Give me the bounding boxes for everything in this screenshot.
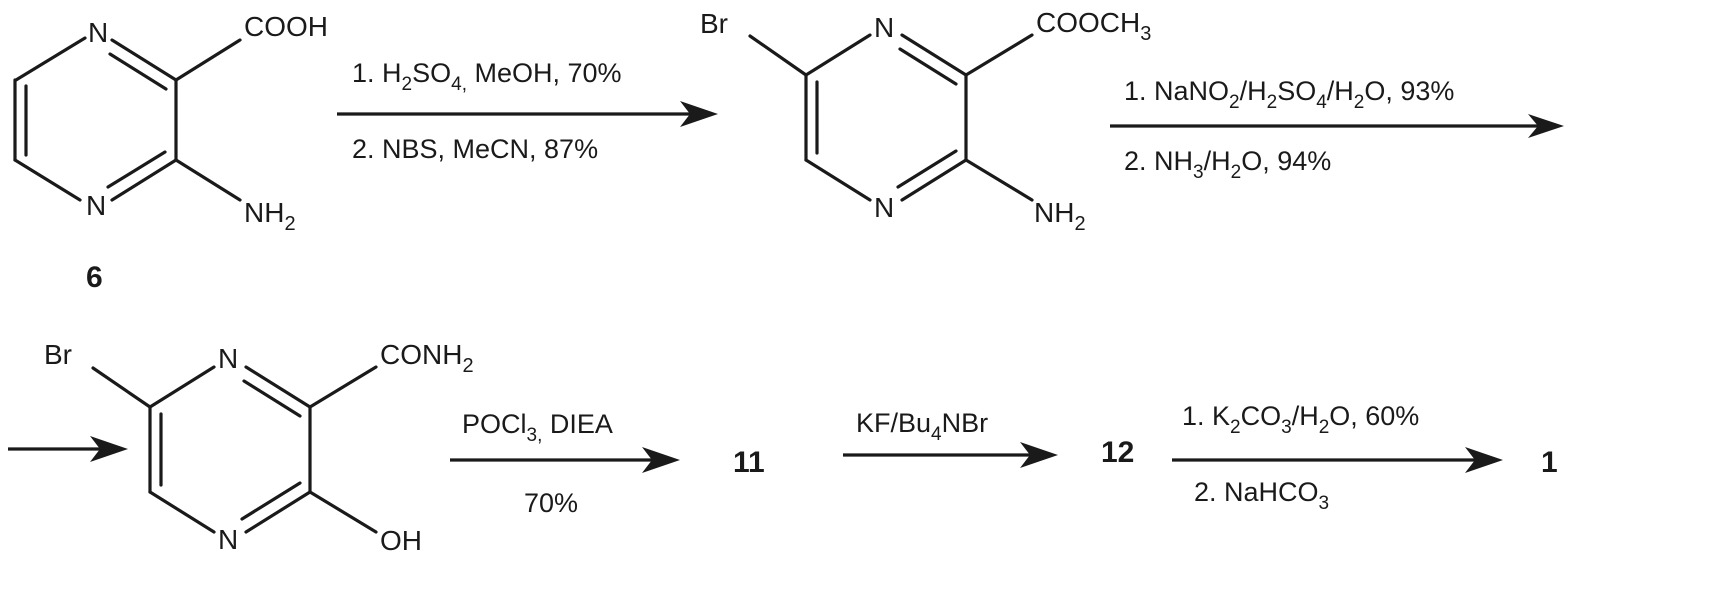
step1-reagent-line1: 1. H2SO4, MeOH, 70% bbox=[352, 58, 622, 95]
compound-label-12: 12 bbox=[1101, 436, 1134, 469]
compound-label-6: 6 bbox=[86, 261, 103, 294]
step1-reagent-line2: 2. NBS, MeCN, 87% bbox=[352, 134, 598, 164]
ring-nitrogen-top: N bbox=[88, 17, 108, 48]
compound-label-1: 1 bbox=[1541, 446, 1558, 479]
amino-group: NH2 bbox=[244, 197, 296, 235]
step2-reagent-line2: 2. NH3/H2O, 94% bbox=[1124, 146, 1331, 183]
hydroxyl-group: OH bbox=[380, 525, 422, 556]
step4-reagent-line1: KF/Bu4NBr bbox=[856, 408, 988, 445]
methyl-ester-group: COOCH3 bbox=[1036, 7, 1151, 45]
reaction-arrow-1: 1. H2SO4, MeOH, 70% 2. NBS, MeCN, 87% bbox=[337, 58, 718, 164]
reaction-arrow-4: KF/Bu4NBr bbox=[843, 408, 1058, 468]
reaction-arrow-2: 1. NaNO2/H2SO4/H2O, 93% 2. NH3/H2O, 94% bbox=[1110, 76, 1564, 183]
reaction-arrow-5: 1. K2CO3/H2O, 60% 2. NaHCO3 bbox=[1172, 401, 1503, 514]
carboxamide-group: CONH2 bbox=[380, 339, 474, 377]
carboxyl-group: COOH bbox=[244, 11, 328, 42]
step2-reagent-line1: 1. NaNO2/H2SO4/H2O, 93% bbox=[1124, 76, 1454, 113]
molecule-bromo-amide: Br N N CONH2 OH bbox=[44, 339, 474, 556]
ring-nitrogen-top: N bbox=[218, 343, 238, 374]
ring-nitrogen-bottom: N bbox=[874, 192, 894, 223]
compound-label-11: 11 bbox=[733, 446, 765, 479]
bromine: Br bbox=[700, 8, 728, 39]
amino-group: NH2 bbox=[1034, 197, 1086, 235]
step3-reagent-line2: 70% bbox=[524, 488, 578, 518]
step5-reagent-line1: 1. K2CO3/H2O, 60% bbox=[1182, 401, 1419, 438]
continuation-arrow bbox=[8, 436, 128, 462]
step5-reagent-line2: 2. NaHCO3 bbox=[1194, 477, 1329, 514]
molecule-6: N N COOH NH2 6 bbox=[13, 11, 328, 294]
reaction-arrow-3: POCl3, DIEA 70% bbox=[450, 409, 680, 518]
ring-nitrogen-bottom: N bbox=[218, 524, 238, 555]
ring-nitrogen-top: N bbox=[874, 12, 894, 43]
bromine: Br bbox=[44, 339, 72, 370]
step3-reagent-line1: POCl3, DIEA bbox=[462, 409, 613, 446]
molecule-bromo-ester: Br N N COOCH3 NH2 bbox=[700, 7, 1151, 235]
ring-nitrogen-bottom: N bbox=[86, 190, 106, 221]
